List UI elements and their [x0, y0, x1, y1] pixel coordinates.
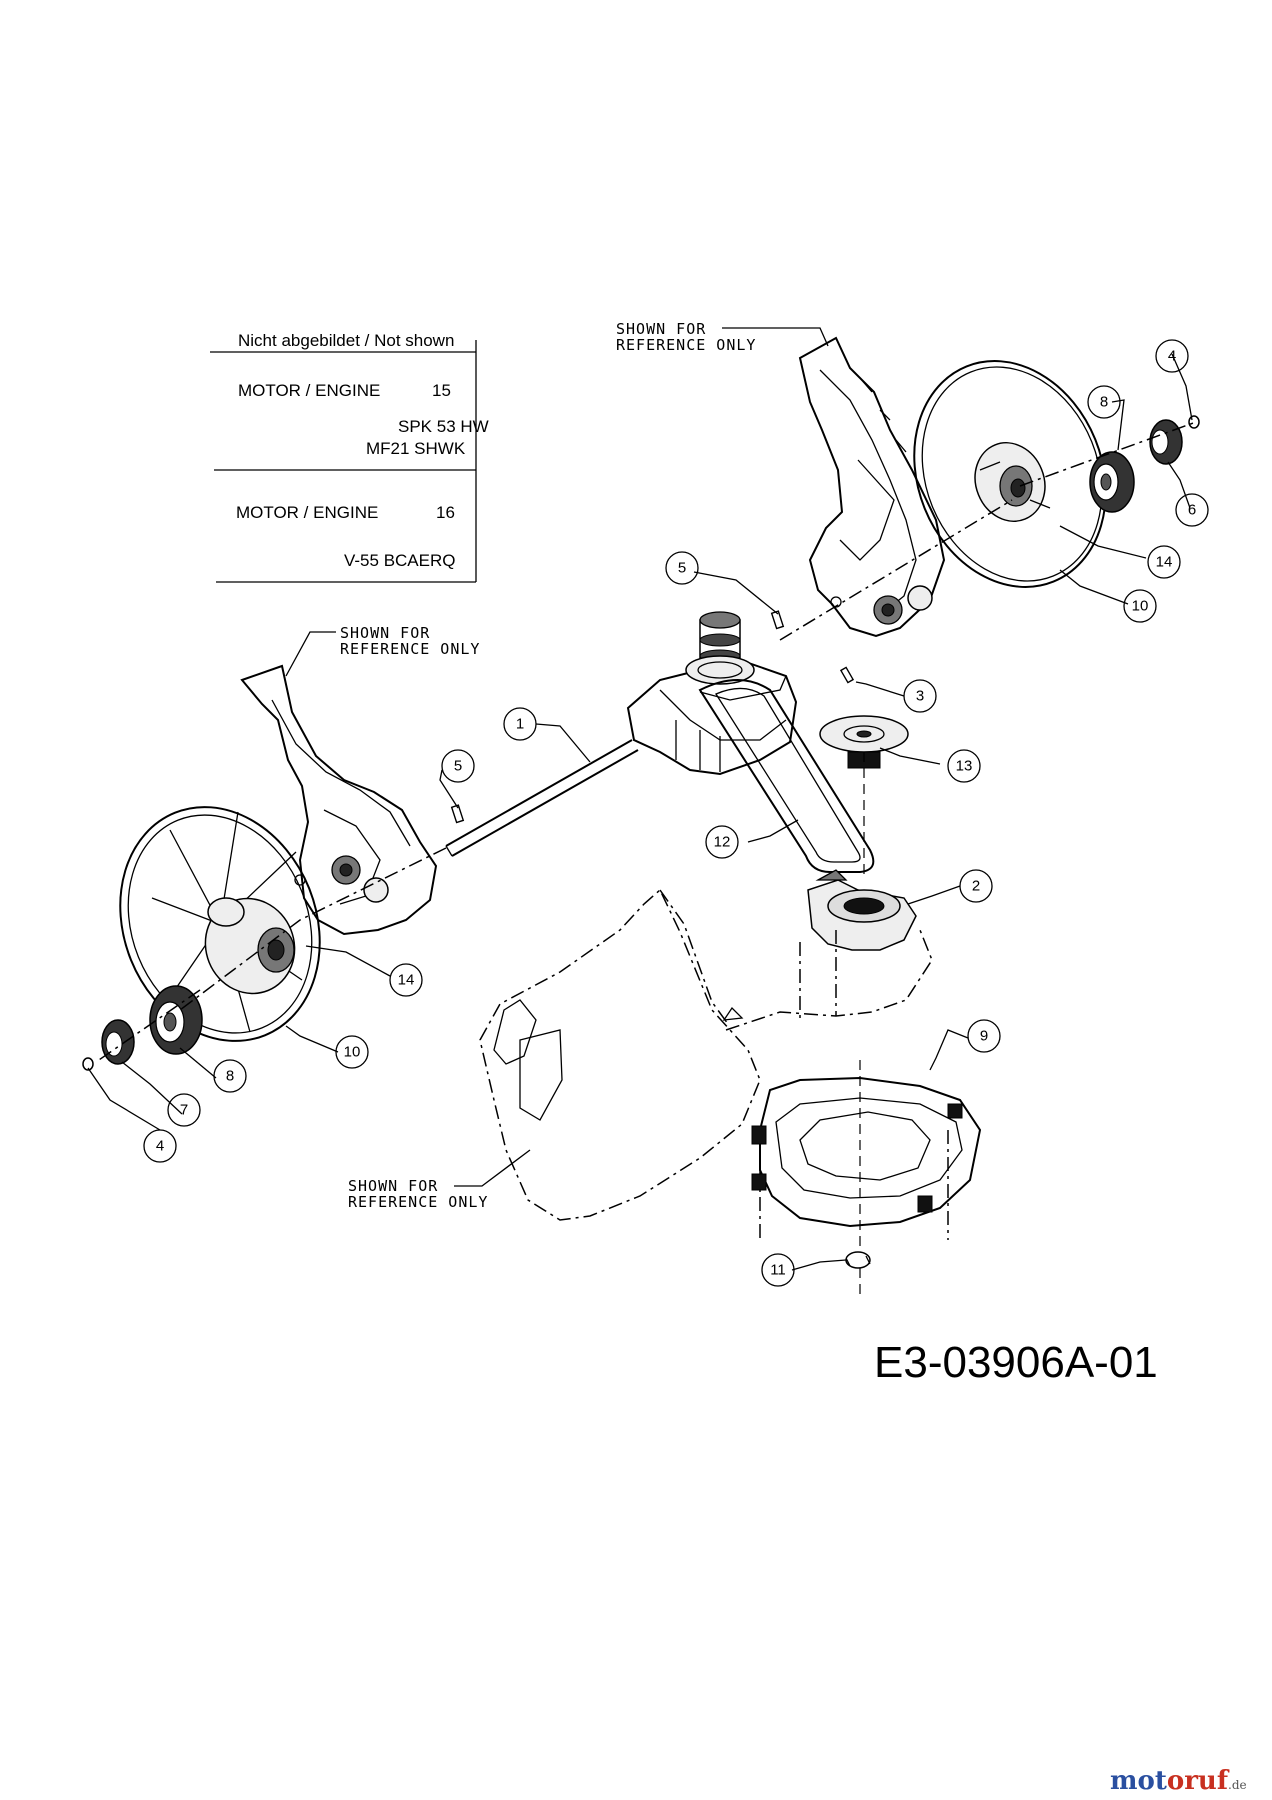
- callout-3: 3: [903, 679, 937, 713]
- left-gear-8: [149, 985, 203, 1055]
- svg-text:4: 4: [156, 1138, 164, 1155]
- row2-number: 16: [436, 503, 455, 522]
- callout-14-left: 14: [389, 963, 423, 997]
- ref-note-line-1: SHOWN FOR: [616, 320, 706, 338]
- svg-text:8: 8: [1100, 394, 1108, 411]
- part-11: [845, 1251, 871, 1269]
- callout-10-right: 10: [1123, 589, 1157, 623]
- row2-model-1: V-55 BCAERQ: [344, 551, 456, 570]
- callout-4-right: 4: [1155, 339, 1189, 373]
- not-shown-header: Nicht abgebildet / Not shown: [238, 331, 454, 350]
- callout-5-right: 5: [665, 551, 699, 585]
- callout-8-right: 8: [1087, 385, 1121, 419]
- row1-model-2: MF21 SHWK: [366, 439, 466, 458]
- callout-1: 1: [503, 707, 537, 741]
- transmission: [626, 611, 798, 776]
- svg-text:7: 7: [180, 1102, 188, 1119]
- callout-13: 13: [947, 749, 981, 783]
- right-gear-8: [1089, 451, 1135, 513]
- callouts: 1 2 3 4 4 5 5 6 7 8 8 9 10 10 11 12 13 1…: [143, 339, 1209, 1287]
- left-washer-4: [82, 1057, 94, 1071]
- callout-11: 11: [761, 1253, 795, 1287]
- callout-4-left: 4: [143, 1129, 177, 1163]
- svg-text:3: 3: [916, 688, 924, 705]
- ref-note-line-2: REFERENCE ONLY: [348, 1193, 488, 1211]
- ref-note-line-2: REFERENCE ONLY: [340, 640, 480, 658]
- svg-text:14: 14: [398, 972, 415, 989]
- callout-5-left: 5: [441, 749, 475, 783]
- left-side-plate: [240, 664, 438, 936]
- svg-text:14: 14: [1156, 554, 1173, 571]
- left-wheel: [119, 806, 321, 1042]
- callout-10-left: 10: [335, 1035, 369, 1069]
- svg-text:9: 9: [980, 1028, 988, 1045]
- row1-label: MOTOR / ENGINE: [238, 381, 380, 400]
- watermark-logo: motoruf.de: [1110, 1766, 1247, 1796]
- row1-number: 15: [432, 381, 451, 400]
- callout-7: 7: [167, 1093, 201, 1127]
- svg-text:5: 5: [454, 758, 462, 775]
- chute-housing: [479, 888, 933, 1221]
- drive-belt: [698, 679, 875, 873]
- pins-and-bolt: [450, 610, 855, 824]
- reference-note-left: SHOWN FOR REFERENCE ONLY: [285, 624, 480, 677]
- callout-12: 12: [705, 825, 739, 859]
- callout-2: 2: [959, 869, 993, 903]
- reference-note-bottom: SHOWN FOR REFERENCE ONLY: [348, 1149, 531, 1211]
- reference-note-top-right: SHOWN FOR REFERENCE ONLY: [616, 320, 829, 354]
- svg-text:1: 1: [516, 716, 524, 733]
- ref-note-line-2: REFERENCE ONLY: [616, 336, 756, 354]
- svg-text:6: 6: [1188, 502, 1196, 519]
- assembly-center-lines: [95, 421, 1197, 1300]
- callout-leaders: [87, 353, 1193, 1271]
- left-gear-7: [101, 1019, 135, 1065]
- callout-8-left: 8: [213, 1059, 247, 1093]
- svg-text:4: 4: [1168, 348, 1176, 365]
- svg-text:10: 10: [1132, 598, 1149, 615]
- right-wheel: [913, 360, 1107, 588]
- row1-model-1: SPK 53 HW: [398, 417, 489, 436]
- callout-6: 6: [1175, 493, 1209, 527]
- diagram-code: E3-03906A-01: [874, 1338, 1158, 1387]
- svg-text:12: 12: [714, 834, 731, 851]
- ref-note-line-1: SHOWN FOR: [340, 624, 430, 642]
- ref-note-line-1: SHOWN FOR: [348, 1177, 438, 1195]
- right-side-plate: [798, 336, 946, 638]
- svg-text:5: 5: [678, 560, 686, 577]
- svg-text:2: 2: [972, 878, 980, 895]
- right-washer-4: [1188, 415, 1200, 429]
- not-shown-table: Nicht abgebildet / Not shown MOTOR / ENG…: [210, 331, 489, 583]
- svg-text:11: 11: [770, 1262, 786, 1279]
- right-gear-6: [1149, 419, 1183, 465]
- svg-text:8: 8: [226, 1068, 234, 1085]
- auger-housing: [751, 1076, 982, 1240]
- clutch-bearing: [807, 869, 917, 951]
- svg-text:10: 10: [344, 1044, 361, 1061]
- axle: [445, 739, 639, 857]
- callout-14-right: 14: [1147, 545, 1181, 579]
- svg-text:13: 13: [956, 758, 973, 775]
- callout-9: 9: [967, 1019, 1001, 1053]
- row2-label: MOTOR / ENGINE: [236, 503, 378, 522]
